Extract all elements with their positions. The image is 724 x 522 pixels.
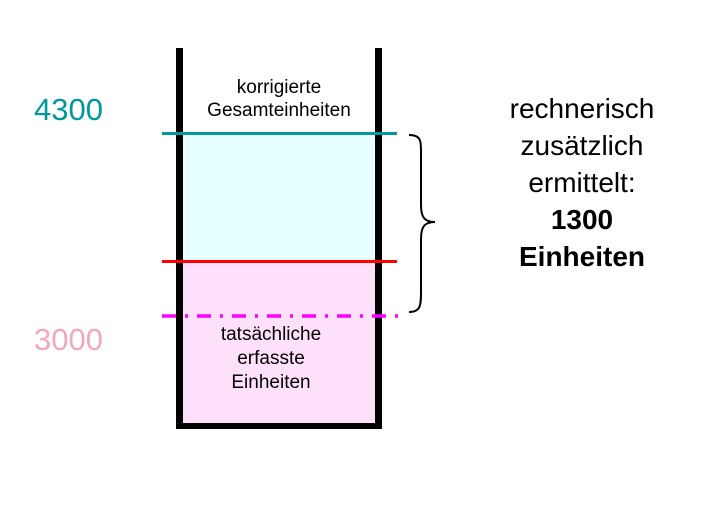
container-left-wall bbox=[176, 48, 183, 429]
container-right-wall bbox=[375, 48, 382, 429]
bottom-label-line1: tatsächliche bbox=[220, 324, 322, 345]
top-container-label: korrigierte Gesamteinheiten bbox=[183, 76, 375, 122]
magenta-dashdot-line bbox=[162, 314, 398, 318]
top-label-line1: korrigierte bbox=[236, 77, 322, 98]
annotation-line2: zusätzlich bbox=[520, 130, 644, 161]
bottom-container-label: tatsächliche erfasste Einheiten bbox=[183, 323, 359, 395]
difference-annotation: rechnerisch zusätzlich ermittelt: 1300 E… bbox=[470, 90, 694, 275]
annotation-line3: ermittelt: bbox=[528, 167, 636, 198]
pink-fill-region bbox=[182, 262, 376, 424]
annotation-unit: Einheiten bbox=[518, 241, 645, 272]
top-value-label: 4300 bbox=[34, 92, 103, 127]
cyan-fill-region bbox=[182, 134, 376, 262]
annotation-line1: rechnerisch bbox=[509, 93, 655, 124]
curly-brace bbox=[408, 134, 436, 313]
top-label-line2: Gesamteinheiten bbox=[207, 100, 351, 121]
bottom-label-line2: erfasste bbox=[237, 348, 305, 369]
bottom-value-label: 3000 bbox=[34, 322, 103, 357]
container-bottom bbox=[176, 423, 382, 429]
red-level-line bbox=[162, 260, 397, 263]
teal-level-line bbox=[162, 132, 397, 135]
bottom-label-line3: Einheiten bbox=[231, 372, 311, 393]
annotation-value: 1300 bbox=[550, 204, 614, 235]
